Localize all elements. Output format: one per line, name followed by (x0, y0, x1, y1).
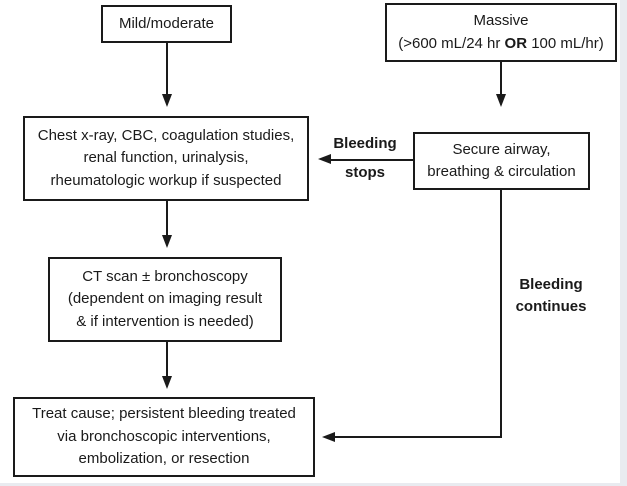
edge-label-bleeding-stops-line2: stops (344, 164, 385, 181)
node-massive-line1: Massive (473, 12, 529, 29)
node-ct-line1: CT scan ± bronchoscopy (82, 267, 248, 285)
node-workup-line1: Chest x-ray, CBC, coagulation studies, (37, 126, 295, 144)
node-workup-line3: rheumatologic workup if suspected (50, 171, 282, 189)
node-ct-line3: & if intervention is needed) (76, 312, 254, 330)
node-massive-line2: (>600 mL/24 hr OR 100 mL/hr) (398, 34, 604, 52)
page-edge-right (620, 0, 627, 486)
arrow-workup-to-ct-line (166, 201, 168, 236)
node-mild-moderate-label: Mild/moderate (118, 14, 215, 32)
arrow-bleeding-continues-vline (500, 190, 502, 438)
node-mild-moderate: Mild/moderate (101, 5, 232, 43)
arrowhead-left-icon (318, 154, 331, 164)
node-secure-airway-line1: Secure airway, (452, 140, 551, 158)
arrow-mild-to-chest-line (166, 42, 168, 95)
page-edge-bottom (0, 483, 627, 486)
arrow-bleeding-continues-hline (335, 436, 502, 438)
edge-label-bleeding-continues-line1: Bleeding (519, 276, 583, 293)
arrow-massive-to-secure-line (500, 62, 502, 95)
node-treat-line3: embolization, or resection (78, 450, 250, 468)
node-ct-line2: (dependent on imaging result (67, 290, 263, 308)
node-secure-airway: Secure airway, breathing & circulation (413, 132, 590, 190)
node-workup-line2: renal function, urinalysis, (83, 149, 249, 167)
arrowhead-down-icon (162, 94, 172, 107)
arrowhead-down-icon (162, 235, 172, 248)
node-treat-line2: via bronchoscopic interventions, (57, 427, 271, 445)
arrowhead-left-icon (322, 432, 335, 442)
node-treat-line1: Treat cause; persistent bleeding treated (32, 405, 296, 423)
arrowhead-down-icon (496, 94, 506, 107)
edge-label-bleeding-continues: Bleeding continues (505, 274, 597, 318)
arrowhead-down-icon (162, 376, 172, 389)
edge-label-bleeding-continues-line2: continues (515, 298, 587, 315)
node-ct-bronchoscopy: CT scan ± bronchoscopy (dependent on ima… (48, 257, 282, 342)
arrow-ct-to-treat-line (166, 342, 168, 377)
node-treat-cause: Treat cause; persistent bleeding treated… (13, 397, 315, 477)
edge-label-bleeding-stops-line1: Bleeding (333, 135, 397, 152)
node-secure-airway-line2: breathing & circulation (427, 163, 576, 180)
node-massive: Massive (>600 mL/24 hr OR 100 mL/hr) (385, 3, 617, 62)
node-workup: Chest x-ray, CBC, coagulation studies, r… (23, 116, 309, 201)
arrow-bleeding-stops-line (331, 159, 413, 161)
